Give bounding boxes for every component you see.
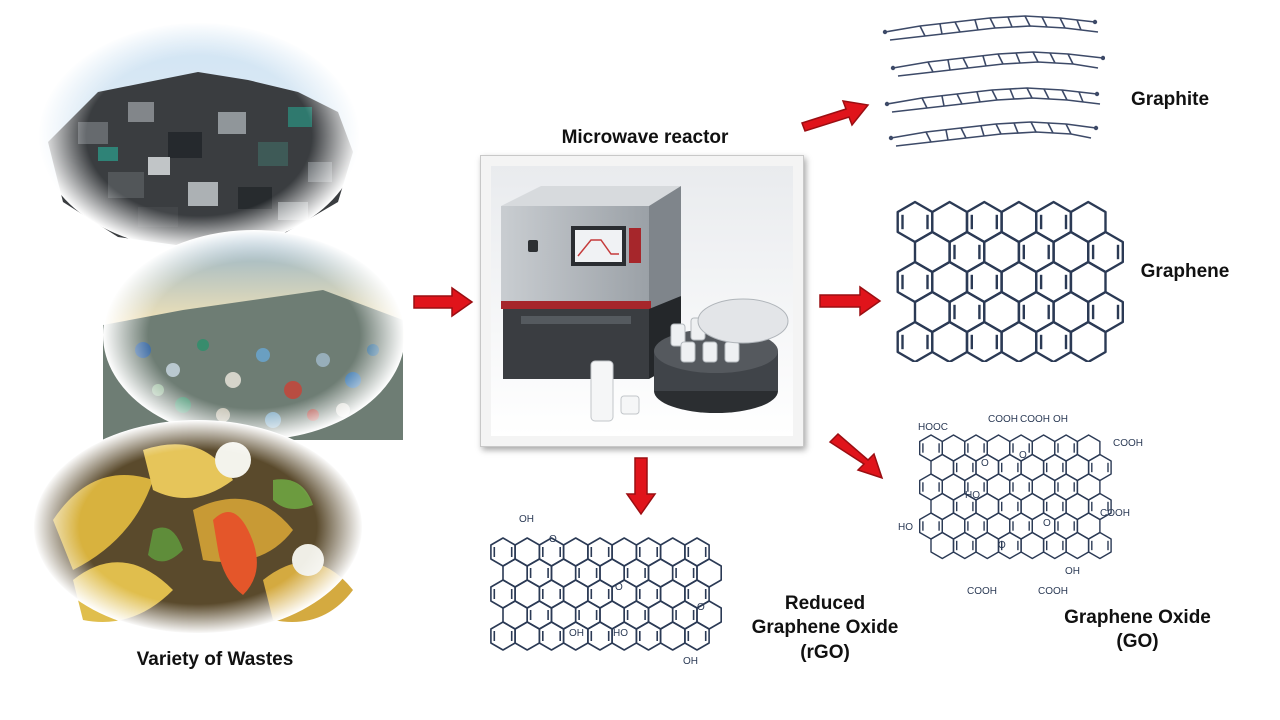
go-ho-mid: HO [965,490,980,501]
rgo-oh-1: OH [569,628,584,639]
go-o-4: O [998,540,1006,551]
electronic-waste-image [38,22,360,250]
go-label-line1: Graphene Oxide [1064,607,1211,628]
graphene-oxide-structure [919,434,1112,560]
rgo-group-labels: OH O O O OH HO OH [485,510,760,678]
go-cooh-right-mid: COOH [1100,508,1130,519]
rgo-label-line2: Graphene Oxide [751,617,899,639]
go-o-2: O [1019,450,1027,461]
graphene-structure [896,200,1125,362]
go-cooh-1: COOH [988,414,1018,425]
rgo-oh-top: OH [519,514,534,525]
rgo-ho: HO [613,628,628,639]
rgo-oh-2: OH [683,656,698,667]
go-cooh-bottom2: COOH [1038,586,1068,597]
go-label-line2: (GO) [1116,631,1159,653]
arrow-reactor-to-graphene [819,285,882,317]
graphene-label: Graphene [1140,261,1230,282]
rgo-structure [490,537,722,651]
rgo-label: Reduced Graphene Oxide (rGO) [735,592,915,665]
arrow-wastes-to-reactor [413,286,474,318]
rgo-o-1: O [549,534,557,545]
go-o-3: O [1043,518,1051,529]
graphite-structure [882,15,1105,147]
arrow-reactor-to-graphite [801,100,870,132]
wastes-label: Variety of Wastes [136,649,294,670]
go-label: Graphene Oxide (GO) [1040,606,1235,655]
go-hooc: HOOC [918,422,948,433]
go-group-labels: HOOC COOH COOH OH COOH COOH HO HO OH COO… [893,410,1155,605]
go-cooh-bottom: COOH [967,586,997,597]
go-oh-right: OH [1065,566,1080,577]
go-oh-top: OH [1053,414,1068,425]
rgo-o-2: O [615,582,623,593]
rgo-label-line1: Reduced [784,593,866,614]
arrow-reactor-to-rgo [625,457,657,516]
go-o-1: O [981,458,989,469]
arrow-reactor-to-go [828,432,884,480]
go-cooh-right-top: COOH [1113,438,1143,449]
plastic-waste-image [103,230,405,440]
rgo-o-3: O [697,602,705,613]
rgo-label-line3: (rGO) [800,641,850,663]
go-cooh-2: COOH [1020,414,1050,425]
microwave-reactor-image [480,155,804,447]
graphite-label: Graphite [1130,89,1210,110]
food-waste-image [33,420,363,635]
reactor-label: Microwave reactor [561,127,729,148]
go-ho-left: HO [898,522,913,533]
